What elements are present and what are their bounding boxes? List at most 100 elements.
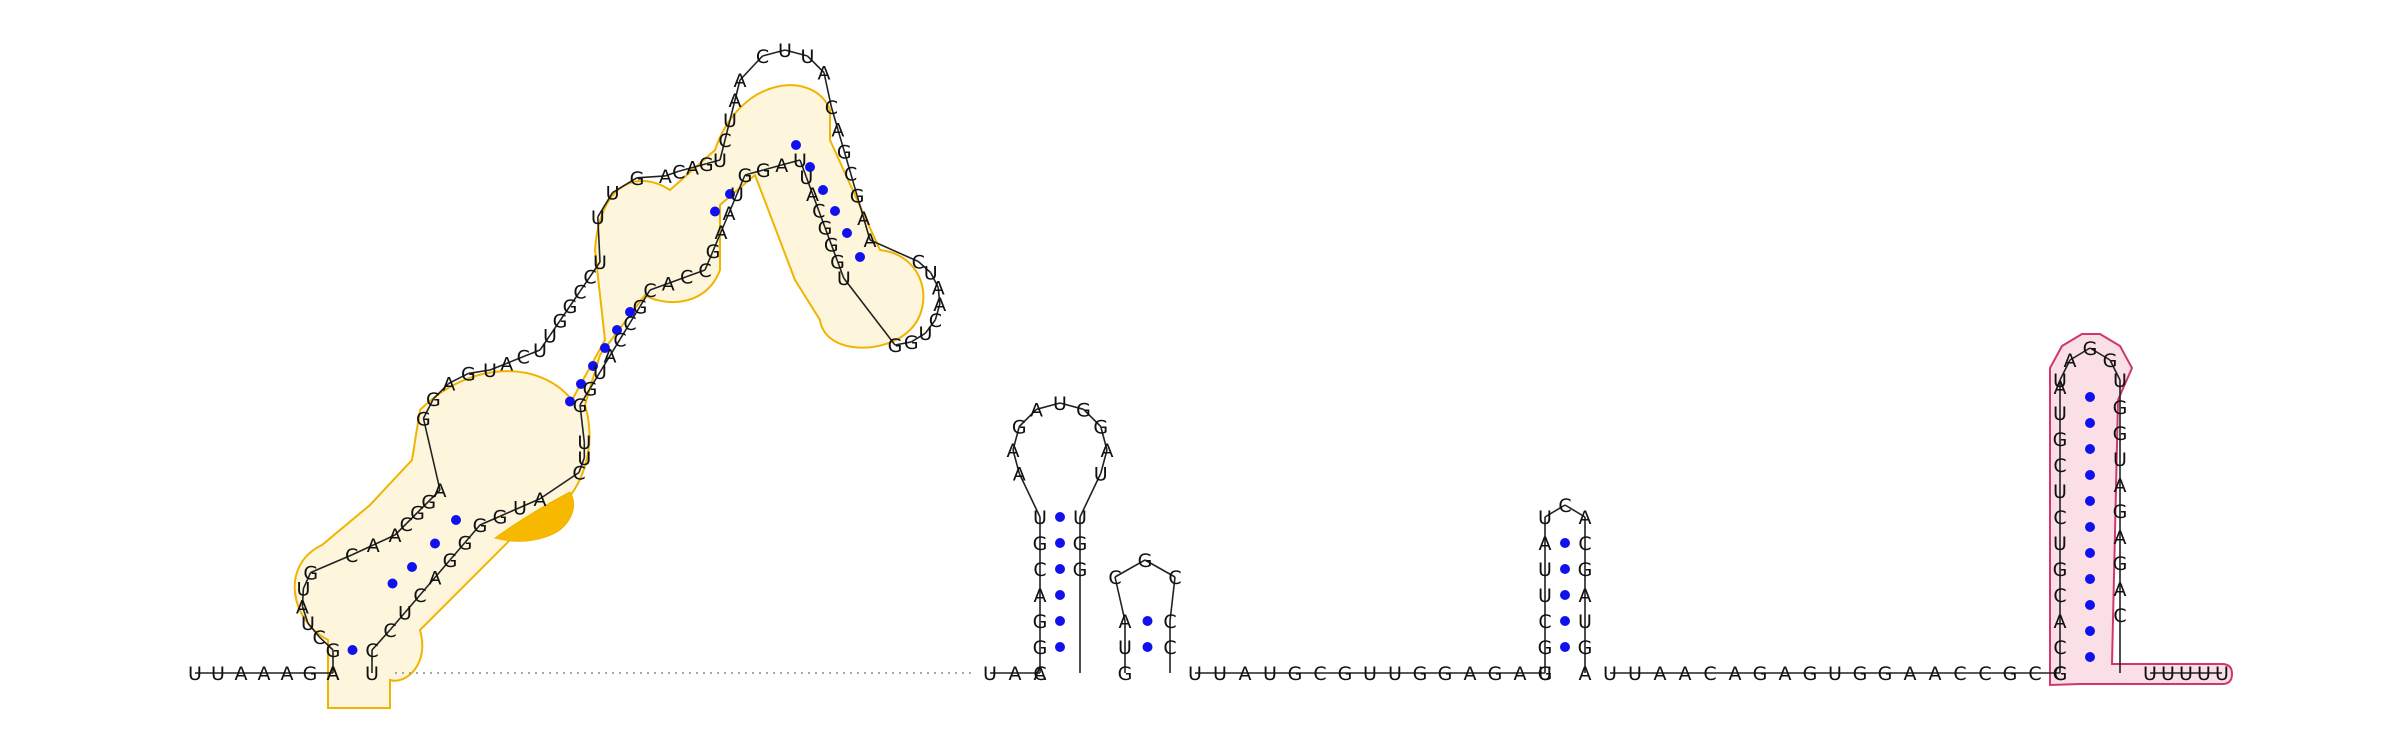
- nucleotide-tail: U: [2143, 663, 2157, 685]
- nucleotide-domain1: A: [659, 166, 672, 188]
- nucleotide-domain1: C: [680, 267, 693, 289]
- nucleotide-domain1: C: [844, 164, 857, 186]
- backbone-segment: [805, 176, 814, 195]
- backbone-segment: [579, 276, 591, 292]
- base-pair-dot: [2085, 548, 2095, 558]
- nucleotide-terminator: G: [2083, 338, 2098, 360]
- base-pair-dot: [2085, 522, 2095, 532]
- backbone-segment: [464, 524, 481, 544]
- nucleotide-domain1: C: [912, 252, 925, 274]
- base-pair-dot: [347, 645, 358, 655]
- backbone-segment: [712, 231, 722, 252]
- backbone-segment: [1079, 473, 1102, 518]
- nucleotide-terminator: C: [2113, 605, 2126, 627]
- nucleotide-linker2: G: [1438, 663, 1453, 685]
- nucleotide-domain1: C: [345, 545, 358, 567]
- backbone-segment: [2069, 347, 2091, 361]
- nucleotide-domain1: U: [713, 150, 727, 172]
- nucleotide-terminator: G: [2113, 553, 2128, 575]
- backbone-segment: [781, 159, 801, 166]
- backbone-segment: [830, 244, 839, 262]
- base-pair-dot: [2085, 496, 2095, 506]
- nucleotide-domain1: A: [932, 277, 945, 299]
- nucleotide-hairpin3: C: [1578, 533, 1591, 555]
- nucleotide-hairpin3: C: [1558, 495, 1571, 517]
- backbone-segment: [549, 320, 561, 336]
- nucleotide-domain1: U: [513, 498, 527, 520]
- backbone-segment: [843, 151, 852, 174]
- backbone-segment: [2059, 359, 2071, 381]
- nucleotide-domain1: G: [888, 335, 903, 357]
- nucleotide-hairpin3: G: [1578, 559, 1593, 581]
- nucleotide-hairpin1: A: [1030, 399, 1043, 421]
- nucleotide-linker3: U: [1828, 663, 1842, 685]
- backbone-segment: [739, 55, 764, 81]
- backbone-segment: [837, 129, 846, 152]
- nucleotide-domain1: U: [577, 448, 591, 470]
- nucleotide-domain1: C: [672, 161, 685, 183]
- backbone-segment: [1564, 504, 1586, 518]
- nucleotide-domain1: G: [443, 550, 458, 572]
- base-pair-dot: [565, 396, 575, 407]
- nucleotide-terminator: U: [2113, 370, 2127, 392]
- nucleotide-hairpin3: U: [1578, 611, 1592, 633]
- backbone-segment: [609, 338, 621, 357]
- nucleotide-domain1: G: [756, 160, 771, 182]
- nucleotide-linker2: U: [1388, 663, 1402, 685]
- nucleotide-domain1: A: [864, 230, 877, 252]
- nucleotide-hairpin1: U: [1053, 393, 1067, 415]
- nucleotide-domain1: G: [830, 251, 845, 273]
- backbone-segment: [806, 55, 825, 74]
- nucleotide-hairpin3: U: [1538, 507, 1552, 529]
- backbone-segment: [479, 515, 501, 526]
- nucleotide-domain1: C: [383, 620, 396, 642]
- nucleotide-hairpin1: A: [1007, 440, 1020, 462]
- nucleotide-hairpin1: A: [1013, 464, 1026, 486]
- nucleotide-hairpin1: C: [1033, 559, 1046, 581]
- backbone-segment: [937, 287, 941, 305]
- nucleotide-domain1: G: [583, 379, 598, 401]
- nucleotide-domain1: C: [572, 463, 585, 485]
- backbone-segment: [704, 250, 714, 271]
- backbone-segment: [720, 212, 730, 233]
- backbone-segment: [811, 193, 820, 211]
- backbone-segment: [719, 139, 726, 161]
- backbone-segment: [372, 534, 396, 546]
- backbone-segment: [917, 260, 932, 274]
- backbone-segment: [1018, 473, 1041, 518]
- backbone-segment: [1012, 426, 1021, 451]
- nucleotide-linker3: A: [1679, 663, 1692, 685]
- backbone-segment: [706, 159, 721, 165]
- backbone-segment: [310, 554, 352, 574]
- nucleotide-domain1: U: [606, 183, 620, 205]
- base-pair-dots: [347, 140, 2095, 662]
- nucleotide-domain1: C: [613, 329, 626, 351]
- nucleotide-domain1: A: [775, 155, 788, 177]
- nucleotide-domain1: U: [837, 268, 851, 290]
- base-pair-dot: [1055, 616, 1065, 626]
- nucleotide-terminator: U: [2053, 370, 2067, 392]
- base-pair-dot: [1055, 512, 1065, 522]
- backbone-segment: [389, 611, 406, 631]
- base-pair-dot: [2085, 626, 2095, 636]
- backbone-segment: [729, 99, 736, 121]
- backbone-segment: [924, 319, 936, 334]
- nucleotide-domain1: U: [398, 603, 412, 625]
- backbone-segment: [405, 511, 419, 525]
- backbone-segment: [578, 457, 586, 473]
- nucleotide-hairpin3: U: [1538, 663, 1552, 685]
- backbone-segment: [589, 371, 601, 389]
- nucleotide-terminator: C: [2053, 585, 2066, 607]
- nucleotide-prefix: G: [303, 663, 318, 685]
- backbone-segment: [1012, 449, 1021, 474]
- nucleotide-domain1: A: [857, 208, 870, 230]
- nucleotide-hairpin2: U: [1118, 637, 1132, 659]
- nucleotide-linker3: C: [2028, 663, 2041, 685]
- nucleotide-linker2: U: [1263, 663, 1277, 685]
- nucleotide-domain1: A: [327, 663, 340, 685]
- domain-1-highlight: [293, 84, 925, 709]
- nucleotide-linker3: C: [1703, 663, 1716, 685]
- nucleotide-domain1: A: [729, 90, 742, 112]
